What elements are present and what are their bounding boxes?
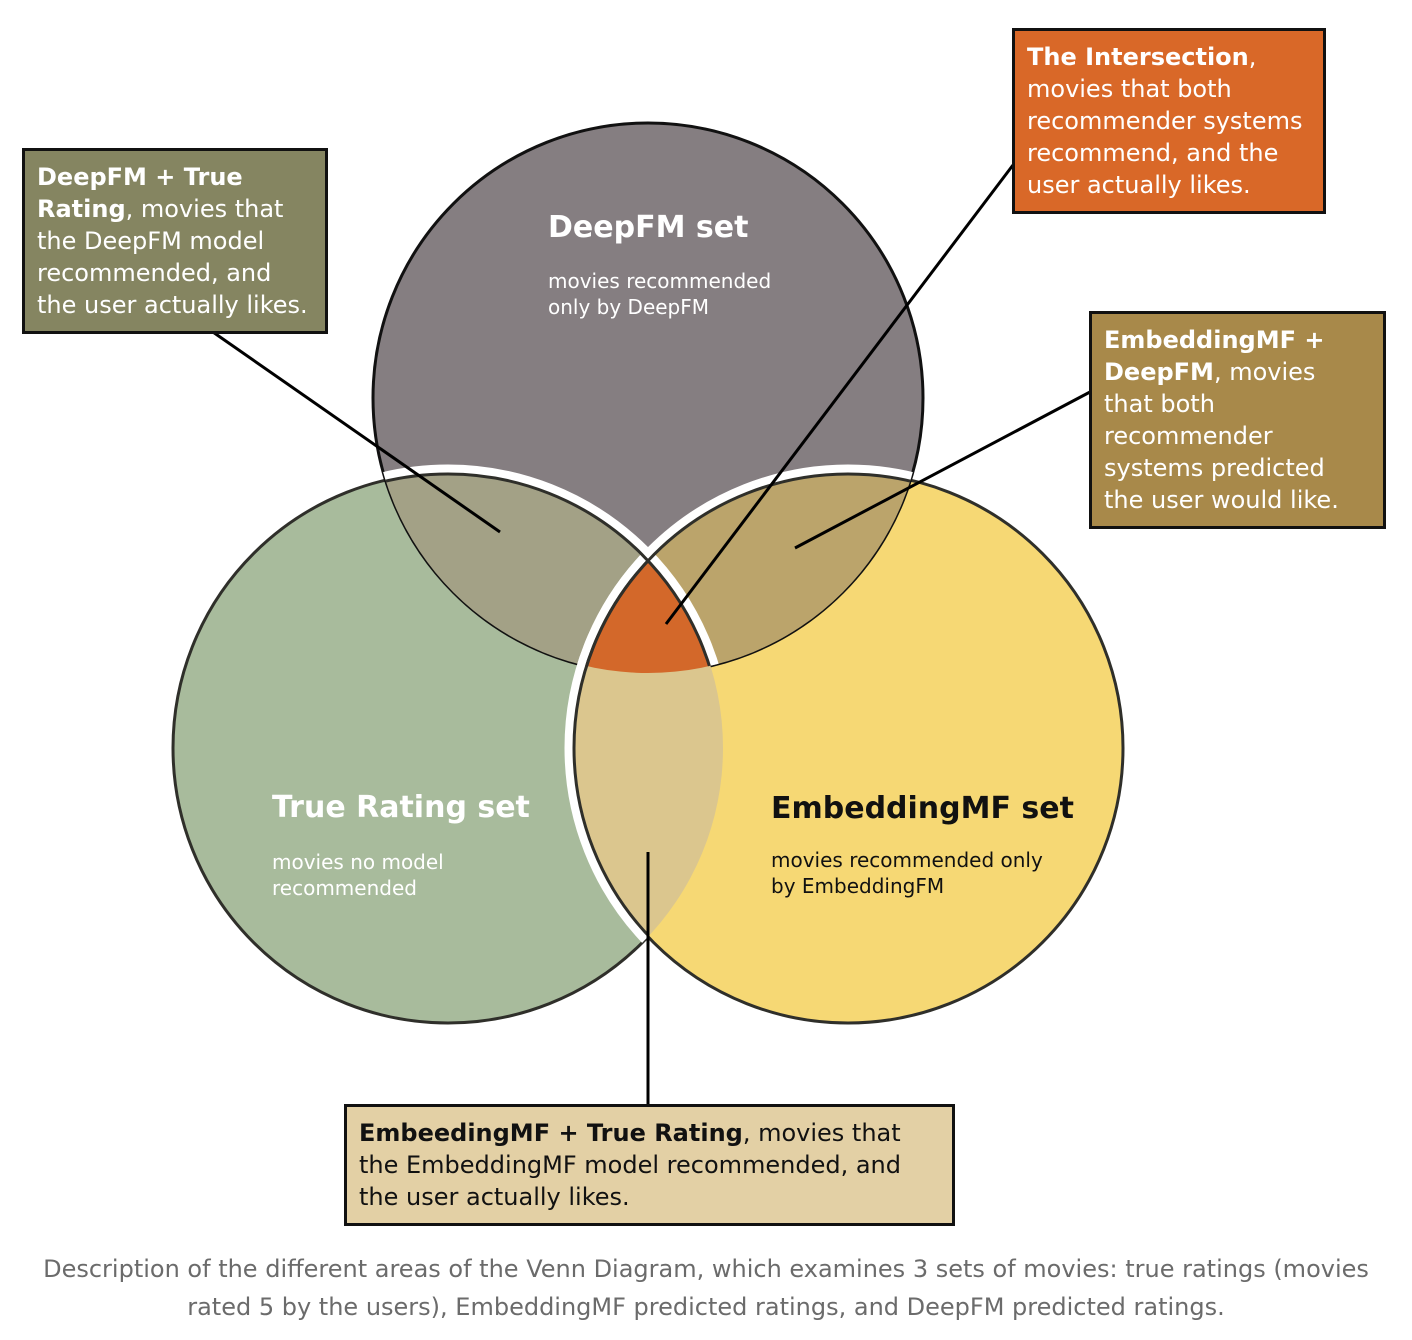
embeddingmf-set-subtitle: movies recommended only by EmbeddingFM: [771, 848, 1043, 898]
embeddingmf-deepfm-overlap: [573, 473, 923, 673]
callout-deepfm-true-rating-bold: DeepFM + True Rating: [37, 163, 243, 223]
callout-embeddingmf-true-rating-bold: EmbeedingMF + True Rating: [359, 1119, 743, 1147]
callout-deepfm-true-rating: DeepFM + True Rating, movies that the De…: [22, 148, 328, 334]
deepfm-set-subtitle: movies recommended only by DeepFM: [548, 269, 772, 319]
embeddingmf-set-title: EmbeddingMF set: [771, 791, 1074, 826]
callout-embeddingmf-deepfm-text: , movies that both recommender systems p…: [1104, 358, 1339, 514]
callout-embeddingmf-deepfm-bold: EmbeddingMF + DeepFM: [1104, 326, 1325, 386]
callout-intersection: The Intersection, movies that both recom…: [1012, 28, 1326, 214]
callout-embeddingmf-true-rating: EmbeedingMF + True Rating, movies that t…: [344, 1104, 955, 1226]
leader-deepfm-true: [209, 328, 501, 534]
deepfm-true-rating-overlap: [373, 473, 723, 673]
leader-intersection: [664, 164, 1015, 625]
true-rating-set-title: True Rating set: [272, 790, 530, 825]
leader-embedding-deepfm: [794, 390, 1091, 550]
deepfm-set-title: DeepFM set: [548, 210, 749, 245]
figure-caption: Description of the different areas of th…: [43, 1255, 1369, 1321]
callout-deepfm-true-rating-text: , movies that the DeepFM model recommend…: [37, 195, 308, 319]
callout-embeddingmf-deepfm: EmbeddingMF + DeepFM, movies that both r…: [1089, 311, 1386, 529]
callout-intersection-text: , movies that both recommender systems r…: [1027, 43, 1303, 199]
callout-intersection-bold: The Intersection: [1027, 43, 1249, 71]
callout-embeddingmf-true-rating-text: , movies that the EmbeddingMF model reco…: [359, 1119, 902, 1211]
true-rating-set-subtitle: movies no model recommended: [272, 850, 444, 900]
